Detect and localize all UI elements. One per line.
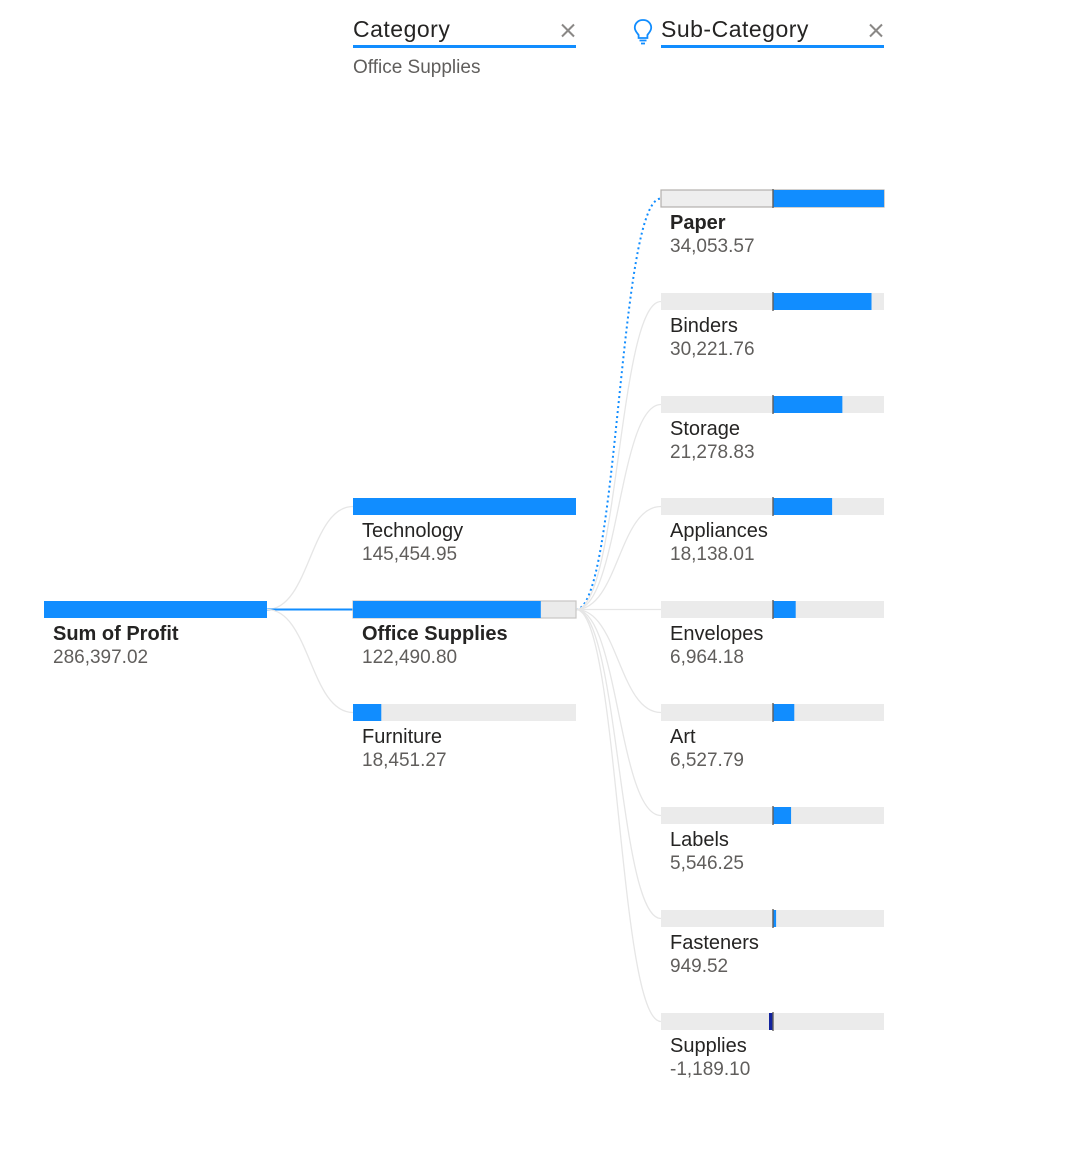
bar-sum-of-profit[interactable] bbox=[44, 601, 267, 618]
node-value-office-supplies: 122,490.80 bbox=[362, 647, 458, 668]
bar-track-furniture bbox=[353, 704, 576, 721]
category-filter-value: Office Supplies bbox=[353, 57, 481, 78]
node-label-technology: Technology bbox=[362, 520, 464, 542]
node-value-furniture: 18,451.27 bbox=[362, 750, 447, 771]
node-label-supplies: Supplies bbox=[670, 1035, 747, 1057]
connector-appliances bbox=[575, 505, 662, 611]
connector-root-furniture bbox=[266, 608, 354, 714]
node-label-envelopes: Envelopes bbox=[670, 623, 764, 645]
node-value-binders: 30,221.76 bbox=[670, 339, 755, 360]
node-value-paper: 34,053.57 bbox=[670, 236, 755, 257]
bar-appliances[interactable] bbox=[773, 498, 833, 515]
category-column-header: Category Office Supplies bbox=[353, 14, 576, 79]
node-value-envelopes: 6,964.18 bbox=[670, 647, 744, 668]
bar-technology[interactable] bbox=[353, 498, 576, 515]
connector-supplies bbox=[575, 608, 662, 1023]
node-label-office-supplies: Office Supplies bbox=[362, 623, 508, 645]
connector-root-technology bbox=[266, 505, 354, 611]
node-value-art: 6,527.79 bbox=[670, 750, 744, 771]
connector-fasteners bbox=[575, 608, 662, 920]
bar-furniture[interactable] bbox=[353, 704, 382, 721]
node-label-binders: Binders bbox=[670, 315, 738, 337]
node-value-technology: 145,454.95 bbox=[362, 544, 458, 565]
node-value-supplies: -1,189.10 bbox=[670, 1059, 751, 1080]
subcategory-column-header: Sub-Category bbox=[661, 14, 884, 48]
lightbulb-icon[interactable] bbox=[633, 18, 653, 46]
connector-binders bbox=[575, 300, 662, 611]
category-header-title: Category bbox=[353, 16, 451, 42]
connector-paper bbox=[575, 197, 662, 611]
node-label-paper: Paper bbox=[670, 212, 726, 234]
node-value-storage: 21,278.83 bbox=[670, 442, 755, 463]
node-value-appliances: 18,138.01 bbox=[670, 544, 755, 565]
bar-storage[interactable] bbox=[773, 396, 843, 413]
category-header-underline bbox=[353, 45, 576, 48]
bar-paper[interactable] bbox=[773, 190, 884, 207]
bar-fasteners[interactable] bbox=[773, 910, 777, 927]
bar-office-supplies[interactable] bbox=[353, 601, 541, 618]
subcategory-header-underline bbox=[661, 45, 884, 48]
node-label-furniture: Furniture bbox=[362, 726, 443, 748]
bar-labels[interactable] bbox=[773, 807, 792, 824]
bar-binders[interactable] bbox=[773, 293, 872, 310]
node-label-art: Art bbox=[670, 726, 696, 748]
connector-storage bbox=[575, 403, 662, 611]
node-label-labels: Labels bbox=[670, 829, 729, 851]
node-label-storage: Storage bbox=[670, 418, 741, 440]
connector-labels bbox=[575, 608, 662, 817]
bar-envelopes[interactable] bbox=[773, 601, 796, 618]
bar-art[interactable] bbox=[773, 704, 795, 721]
node-label-fasteners: Fasteners bbox=[670, 932, 759, 954]
node-label-appliances: Appliances bbox=[670, 520, 768, 542]
node-value-fasteners: 949.52 bbox=[670, 956, 729, 977]
connector-art bbox=[575, 608, 662, 714]
subcategory-header-title: Sub-Category bbox=[661, 16, 809, 42]
node-value-labels: 5,546.25 bbox=[670, 853, 744, 874]
node-label-sum-of-profit: Sum of Profit bbox=[53, 623, 179, 645]
node-value-sum-of-profit: 286,397.02 bbox=[53, 647, 149, 668]
bar-supplies[interactable] bbox=[769, 1013, 773, 1030]
